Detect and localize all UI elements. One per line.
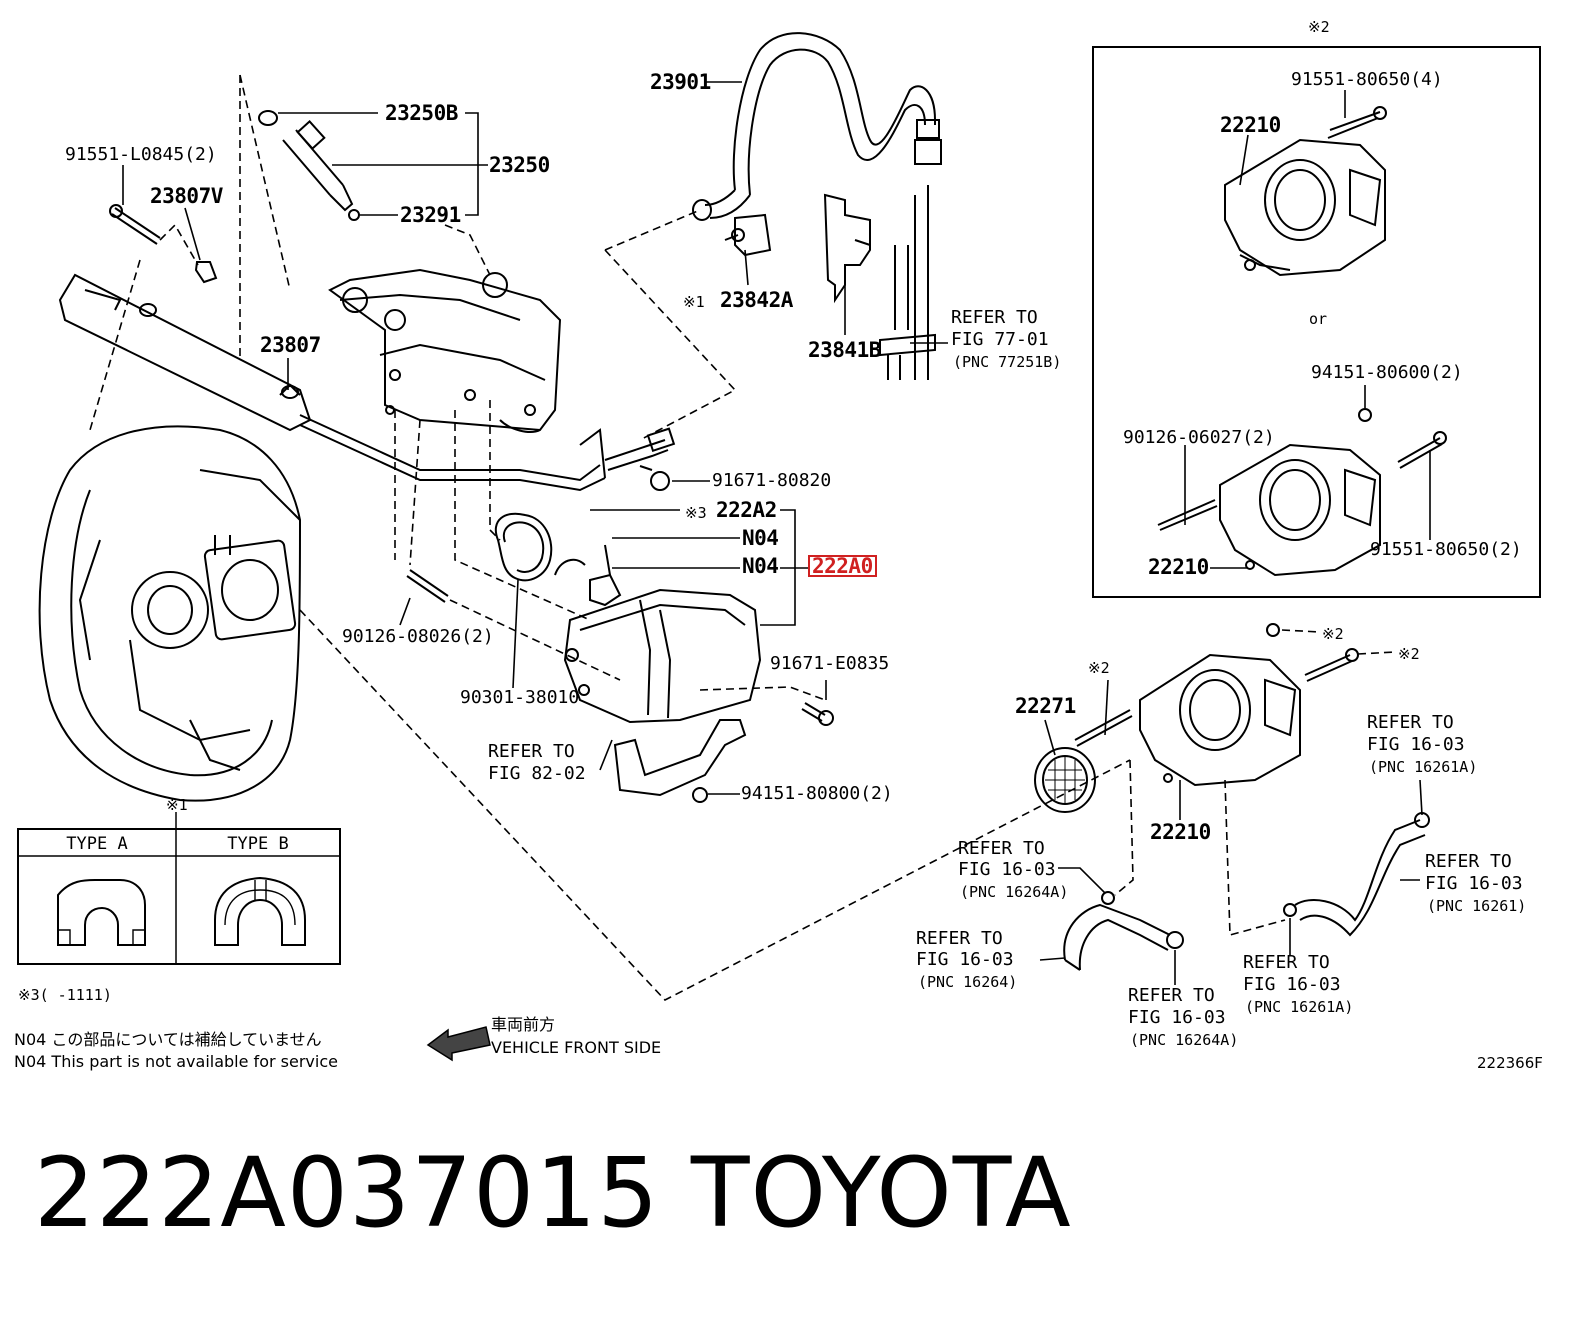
part-label-91671-E0835: 91671-E0835	[770, 653, 890, 674]
part-label-222A0-highlighted: 222A0	[808, 555, 877, 577]
refer-16264-line2: FIG 16-03	[916, 949, 1014, 970]
throttle-body-center-drawing	[554, 544, 762, 724]
cylinder-head-drawing	[328, 268, 562, 433]
dashed-leaders-left	[89, 74, 1131, 1001]
note-mark-x2-c: ※2	[1088, 659, 1110, 677]
bolt-and-spacer-drawing	[109, 204, 218, 284]
part-label-23807V: 23807V	[150, 184, 223, 208]
type-a-header: TYPE A	[66, 834, 128, 854]
box-label-or: or	[1309, 310, 1328, 328]
part-label-N04-a: N04	[742, 526, 779, 550]
bracket-23841B-drawing	[823, 185, 936, 380]
type-b-header: TYPE B	[227, 834, 289, 854]
leader-lines	[122, 81, 948, 795]
refer-16264A-b-line1: REFER TO	[1128, 985, 1215, 1006]
leader-lines-right	[1039, 679, 1423, 985]
box-label-22210-upper: 22210	[1220, 113, 1281, 137]
note-mark-x2-b: ※2	[1398, 645, 1420, 663]
refer-16261A-b-line1: REFER TO	[1243, 952, 1330, 973]
fuel-injector-drawing	[258, 110, 360, 221]
bracket-82-02-drawing	[613, 719, 747, 803]
front-side-japanese: 車両前方	[491, 1015, 556, 1034]
note-mark-x3: ※3	[685, 504, 707, 522]
part-label-22271: 22271	[1015, 694, 1076, 718]
note-mark-x1-table: ※1	[166, 796, 188, 814]
figure-code: 222366F	[1477, 1054, 1543, 1072]
part-label-23901: 23901	[650, 70, 711, 94]
gasket-90301-38010-drawing	[495, 512, 553, 582]
refer-82-line2: FIG 82-02	[488, 763, 586, 784]
part-label-222A2: 222A2	[716, 498, 777, 522]
part-label-90126-08026: 90126-08026(2)	[342, 626, 494, 647]
front-side-english: VEHICLE FRONT SIDE	[491, 1038, 662, 1057]
box-leader-lines	[1184, 90, 1431, 569]
note-x3-range: ※3( -1111)	[18, 986, 112, 1004]
dashed-leaders-right	[1114, 629, 1396, 937]
fuel-rail-drawing	[58, 273, 676, 492]
part-label-23291: 23291	[400, 203, 461, 227]
part-number-title: 222A037015 TOYOTA	[34, 1137, 1072, 1249]
note-n04-japanese: N04 この部品については補給していません	[14, 1030, 322, 1049]
hose-16264-drawing	[1063, 891, 1184, 971]
gasket-22271-drawing	[1034, 747, 1096, 813]
box-label-91551-80650-2: 91551-80650(2)	[1370, 539, 1522, 560]
part-label-90301-38010: 90301-38010	[460, 687, 580, 708]
throttle-body-lower-drawing	[1157, 408, 1447, 577]
refer-16261A-line2: FIG 16-03	[1367, 734, 1465, 755]
intake-manifold-drawing	[38, 425, 302, 802]
bolt-91671-E0835-drawing	[801, 702, 834, 726]
part-label-23842A: 23842A	[720, 288, 793, 312]
part-label-23807: 23807	[260, 333, 321, 357]
refer-77-line3: (PNC 77251B)	[953, 353, 1062, 371]
refer-16261A-line3: (PNC 16261A)	[1369, 758, 1478, 776]
refer-16261A-b-line3: (PNC 16261A)	[1245, 998, 1354, 1016]
vsv-23842A-drawing	[724, 213, 772, 257]
refer-16264A-line3: (PNC 16264A)	[960, 883, 1069, 901]
box-label-22210-lower: 22210	[1148, 555, 1209, 579]
box-label-91551-80650-4: 91551-80650(4)	[1291, 69, 1443, 90]
hose-16261-drawing	[1283, 812, 1430, 937]
throttle-body-upper-drawing	[1224, 106, 1387, 277]
type-table	[17, 812, 341, 965]
part-label-N04-b: N04	[742, 554, 779, 578]
refer-16261-line1: REFER TO	[1425, 851, 1512, 872]
throttle-body-22210-drawing	[1074, 623, 1359, 787]
alternate-parts-box	[1092, 46, 1541, 598]
refer-16264A-line1: REFER TO	[958, 838, 1045, 859]
box-label-90126-06027: 90126-06027(2)	[1123, 427, 1275, 448]
part-label-91671-80820: 91671-80820	[712, 470, 832, 491]
part-label-22210: 22210	[1150, 820, 1211, 844]
part-label-91551-L0845: 91551-L0845(2)	[65, 144, 217, 165]
part-label-23250: 23250	[489, 153, 550, 177]
refer-16264-line1: REFER TO	[916, 928, 1003, 949]
refer-16261-line2: FIG 16-03	[1425, 873, 1523, 894]
vehicle-front-arrow	[426, 1026, 491, 1062]
refer-16264A-b-line2: FIG 16-03	[1128, 1007, 1226, 1028]
refer-16264A-line2: FIG 16-03	[958, 859, 1056, 880]
stud-90126-08026-drawing	[406, 569, 449, 603]
hose-23901-drawing	[692, 32, 942, 221]
part-label-23250B: 23250B	[385, 101, 458, 125]
refer-16261A-line1: REFER TO	[1367, 712, 1454, 733]
refer-16261A-b-line2: FIG 16-03	[1243, 974, 1341, 995]
refer-16261-line3: (PNC 16261)	[1427, 897, 1527, 915]
part-label-23841B: 23841B	[808, 338, 881, 362]
note-mark-x2-a: ※2	[1322, 625, 1344, 643]
part-label-94151-80800: 94151-80800(2)	[741, 783, 893, 804]
refer-77-line1: REFER TO	[951, 307, 1038, 328]
note-mark-x2-box: ※2	[1308, 18, 1330, 36]
bolt-91671-80820-drawing	[639, 465, 670, 491]
refer-16264A-b-line3: (PNC 16264A)	[1130, 1031, 1239, 1049]
note-n04-english: N04 This part is not available for servi…	[14, 1052, 338, 1071]
refer-82-line1: REFER TO	[488, 741, 575, 762]
note-mark-x1: ※1	[683, 293, 705, 311]
refer-16264-line3: (PNC 16264)	[918, 973, 1018, 991]
refer-77-line2: FIG 77-01	[951, 329, 1049, 350]
box-label-94151-80600: 94151-80600(2)	[1311, 362, 1463, 383]
